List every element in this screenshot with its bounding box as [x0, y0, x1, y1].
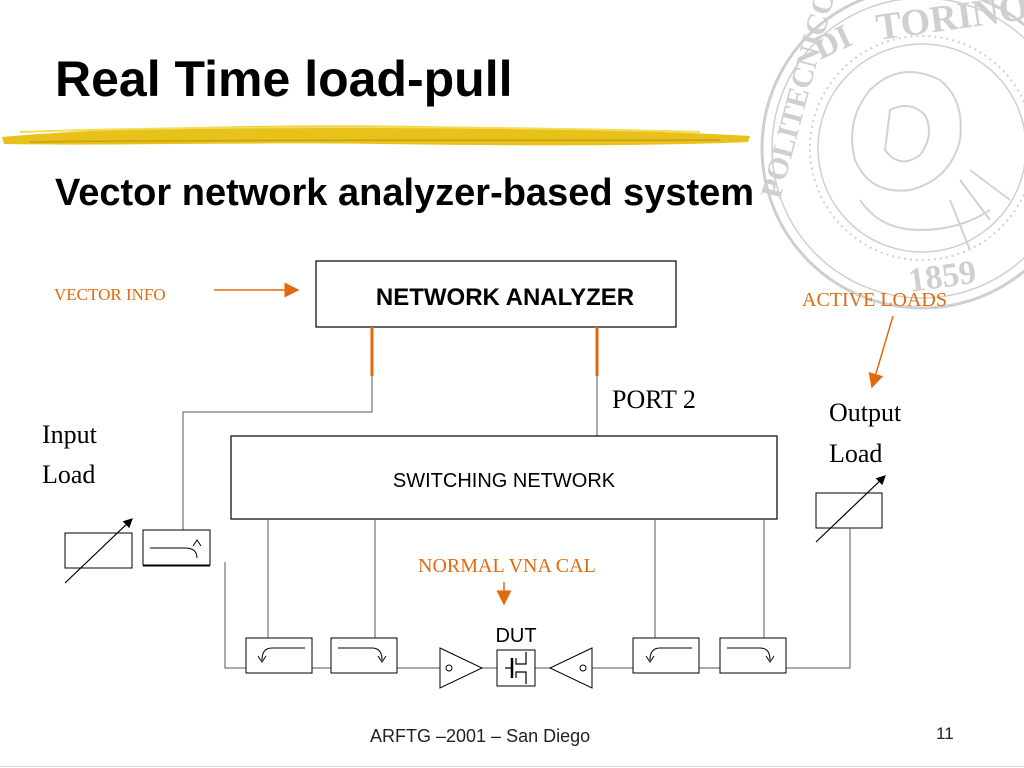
- output-bias-triangle: [548, 647, 593, 689]
- page-number: 11: [936, 724, 954, 743]
- coupler-4: [719, 637, 787, 674]
- dut-label: DUT: [495, 625, 536, 647]
- active-loads-arrow: [868, 315, 894, 389]
- vector-info-label: VECTOR INFO: [54, 285, 166, 304]
- dut-transistor: [496, 649, 536, 687]
- footer-text: ARFTG –2001 – San Diego: [370, 726, 591, 746]
- network-analyzer-box: NETWORK ANALYZER: [315, 260, 677, 328]
- university-seal-logo: DI TORINO POLITECNICO 1859: [760, 0, 1024, 310]
- output-load-variable-resistor: [815, 475, 886, 543]
- output-load-label-line2: Load: [829, 439, 882, 468]
- active-loads-label: ACTIVE LOADS: [802, 289, 947, 311]
- input-load-variable-resistor: [64, 518, 133, 584]
- switch-downlinks: [267, 519, 765, 640]
- switching-network-box: SWITCHING NETWORK: [230, 435, 778, 520]
- rf-main-line: [224, 528, 851, 669]
- input-load-label-line2: Load: [42, 460, 95, 489]
- title-highlight-stroke: [2, 125, 750, 146]
- output-load-label-line1: Output: [829, 398, 902, 427]
- coupler-3: [632, 637, 700, 674]
- switching-network-label: SWITCHING NETWORK: [393, 470, 616, 492]
- input-bias-triangle: [439, 647, 484, 689]
- network-analyzer-label: NETWORK ANALYZER: [376, 284, 634, 311]
- slide-title: Real Time load-pull: [55, 51, 513, 107]
- normal-vna-cal-label: NORMAL VNA CAL: [418, 555, 596, 577]
- analyzer-wires: [182, 376, 598, 548]
- port2-label: PORT 2: [612, 385, 696, 414]
- coupler-1: [245, 637, 313, 674]
- slide-subtitle: Vector network analyzer-based system: [55, 172, 755, 214]
- coupler-2: [330, 637, 398, 674]
- bottom-rule: [0, 766, 1024, 767]
- input-load-label-line1: Input: [42, 420, 98, 449]
- input-directional-coupler: [142, 529, 211, 567]
